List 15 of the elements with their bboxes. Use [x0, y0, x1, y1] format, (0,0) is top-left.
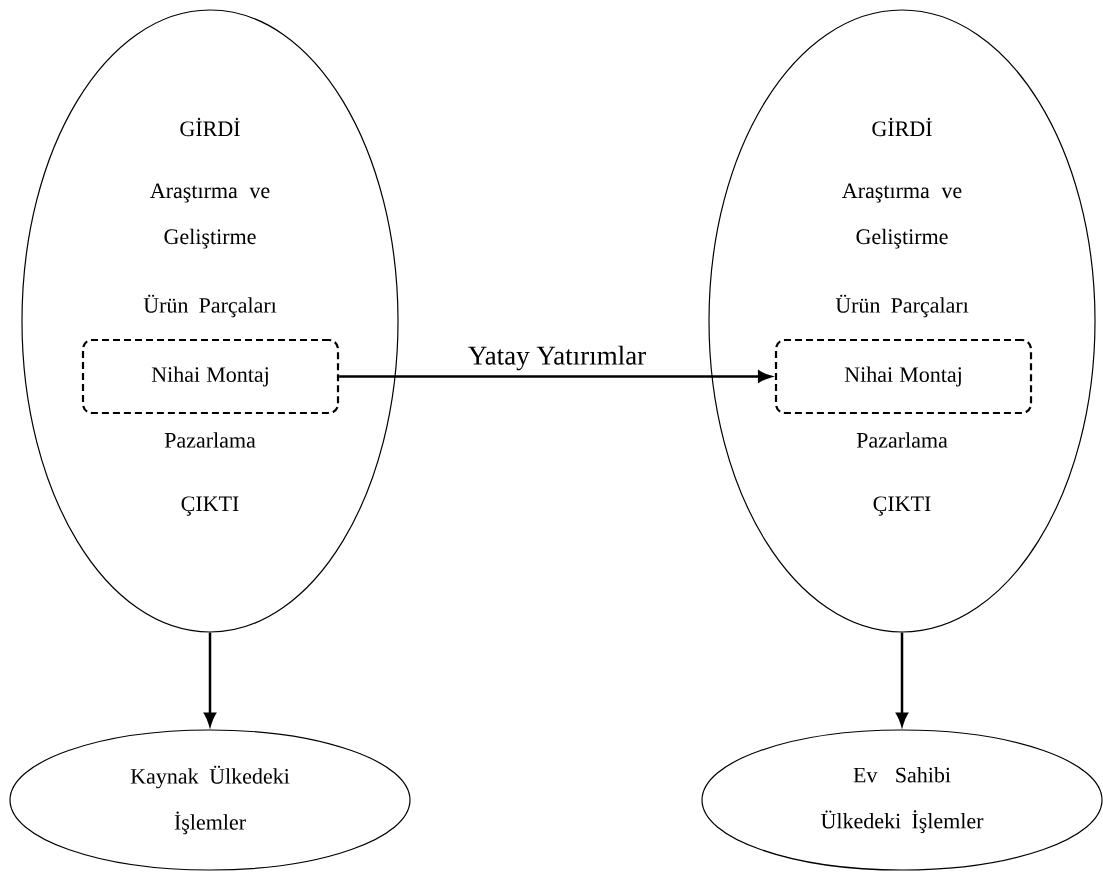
edge-label: Yatay Yatırımlar: [468, 345, 646, 371]
ellipse-text: Pazarlama: [164, 432, 256, 448]
ellipse-text: ÇIKTI: [873, 496, 931, 516]
dashed-box: Nihai Montaj: [81, 338, 340, 415]
ellipse-text: GİRDİ: [180, 117, 240, 137]
dashed-box: Nihai Montaj: [774, 338, 1033, 415]
ellipse-text: ÇIKTI: [181, 496, 239, 516]
ellipse-text: Ürün Parçaları: [835, 294, 969, 318]
ellipse-text: GİRDİ: [872, 117, 932, 137]
arrow: [204, 632, 216, 726]
ellipse-text: Ürün Parçaları: [143, 294, 277, 318]
ellipse-text: Araştırma ve Geliştirme: [150, 183, 270, 249]
ellipse-text: Araştırma ve Geliştirme: [842, 183, 962, 249]
ellipse-text: Pazarlama: [856, 432, 948, 448]
arrow: [896, 632, 908, 726]
